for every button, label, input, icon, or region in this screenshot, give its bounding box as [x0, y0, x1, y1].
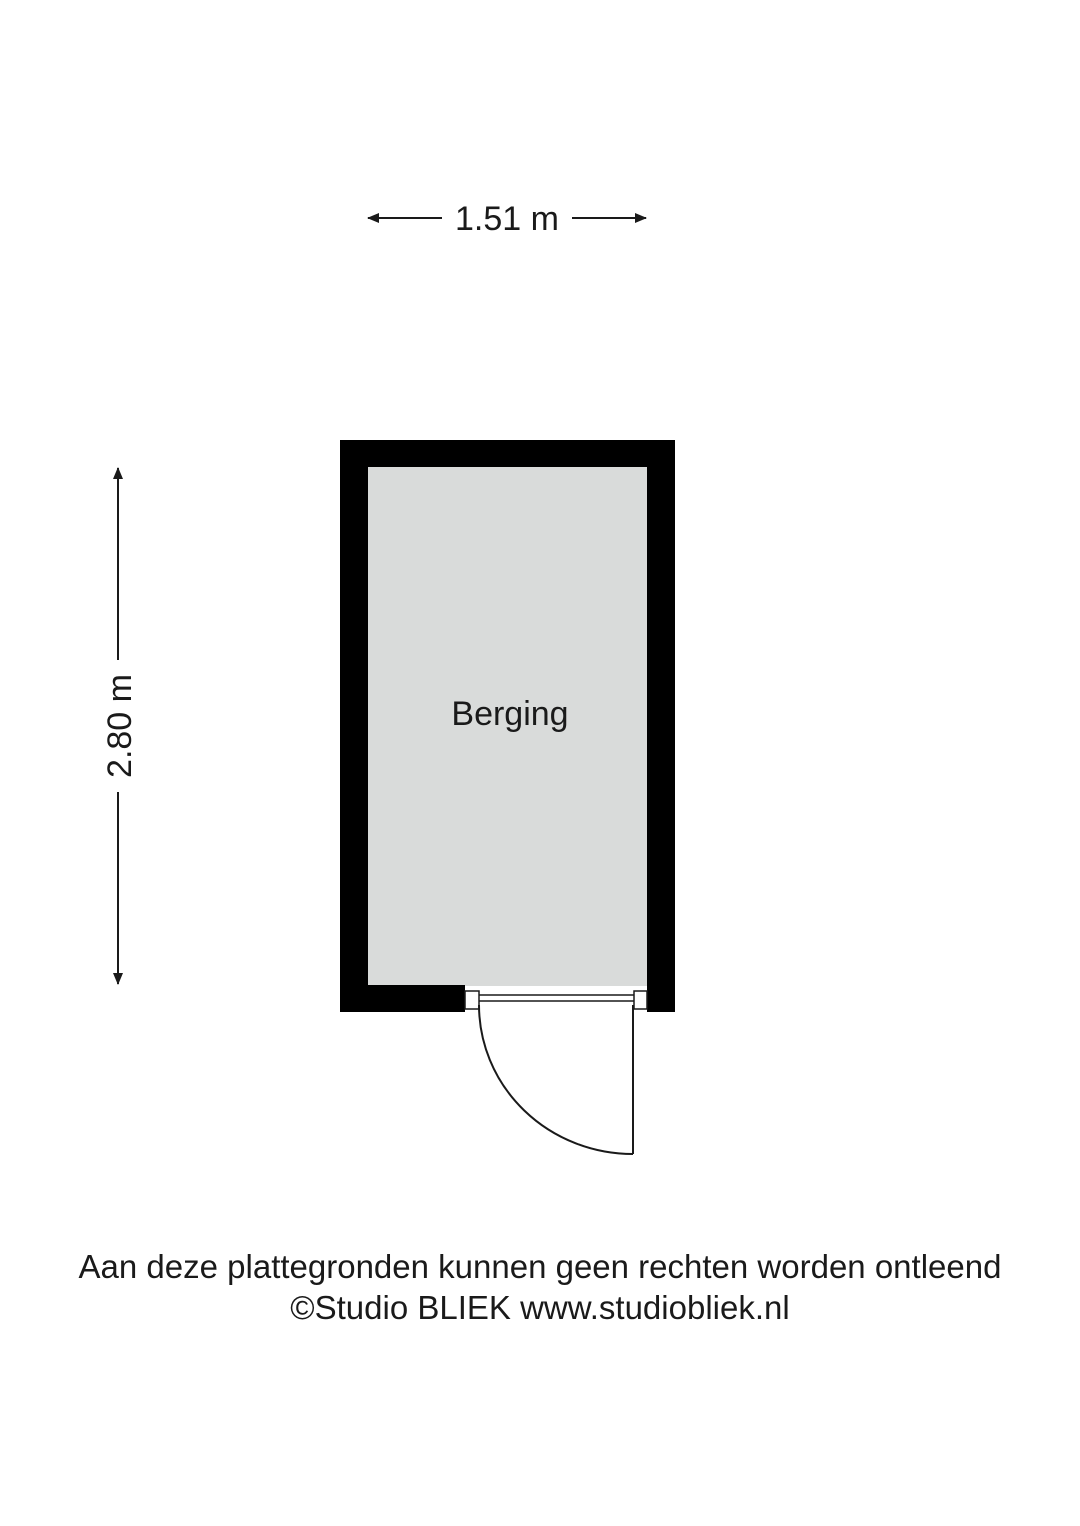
door-swing-arc — [478, 1004, 634, 1155]
wall-bottom-left — [340, 985, 465, 1012]
wall-right — [647, 440, 675, 1012]
room-label: Berging — [451, 695, 568, 733]
disclaimer-text: Aan deze plattegronden kunnen geen recht… — [78, 1248, 1002, 1285]
wall-left — [340, 440, 368, 1012]
door-jamb-left — [464, 990, 480, 1010]
height-dimension: 2.80 m — [101, 467, 139, 985]
copyright-credit: ©Studio BLIEK www.studiobliek.nl — [290, 1289, 790, 1326]
room-floor — [368, 467, 647, 986]
height-dimension-label: 2.80 m — [101, 674, 139, 778]
wall-bottom-right — [647, 985, 675, 1012]
wall-top — [340, 440, 675, 467]
room-berging: Berging — [340, 440, 675, 1155]
width-dimension-label: 1.51 m — [455, 200, 559, 238]
width-dimension: 1.51 m — [367, 200, 647, 238]
door-jamb-right — [633, 990, 648, 1010]
